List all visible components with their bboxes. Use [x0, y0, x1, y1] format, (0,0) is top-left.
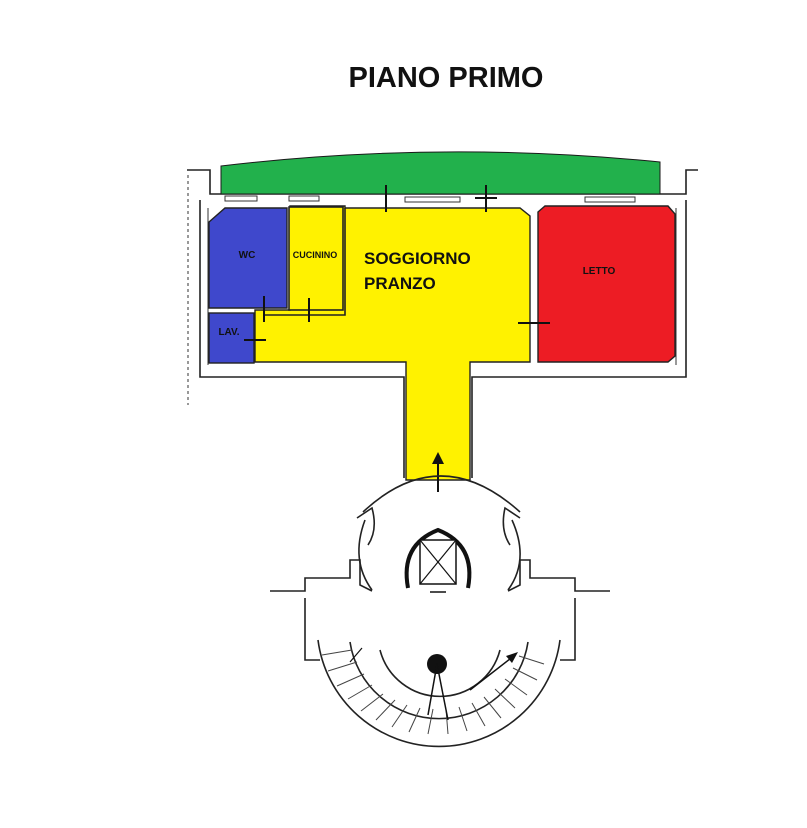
laundry-room	[208, 312, 255, 364]
kitchenette-room	[288, 206, 344, 311]
top-window-openings	[224, 195, 636, 203]
wc-label: WC	[239, 250, 256, 261]
bedroom-label: LETTO	[583, 266, 616, 277]
laundry-label: LAV.	[218, 327, 239, 338]
elevator-icon	[404, 527, 472, 593]
bedroom-room	[537, 205, 676, 363]
wc-room	[208, 207, 288, 309]
spiral-staircase	[317, 639, 561, 748]
terrace-area	[220, 151, 661, 195]
living-label-line1: SOGGIORNO	[364, 249, 471, 268]
living-label-line2: PRANZO	[364, 274, 436, 293]
stair-hall	[270, 475, 610, 661]
stair-direction-arrow-icon	[349, 647, 518, 691]
page-title: PIANO PRIMO	[349, 62, 544, 94]
kitchenette-label: CUCININO	[293, 250, 338, 260]
entry-arrow-icon	[432, 452, 444, 492]
door-markers	[244, 185, 550, 341]
